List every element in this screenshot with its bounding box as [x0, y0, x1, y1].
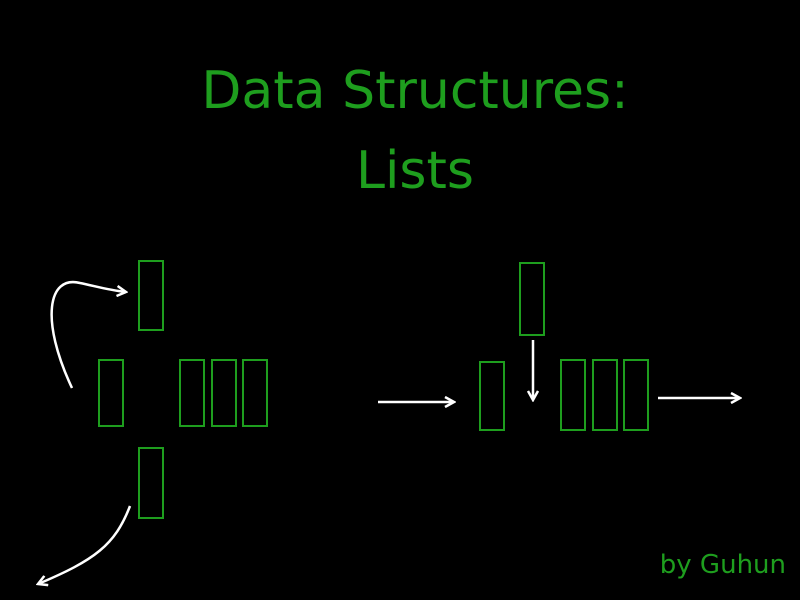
- slide-title-line1: Data Structures:: [201, 61, 629, 121]
- value-box-2: [592, 359, 618, 431]
- next-pointer-box: [138, 447, 164, 519]
- singly-linked-node: [378, 262, 740, 431]
- slide-title-line2: Lists: [356, 141, 474, 201]
- prev-link-arrow: [50, 280, 126, 389]
- prev-pointer-box: [138, 260, 164, 331]
- node-key-box: [98, 359, 124, 427]
- value-box-3: [242, 359, 268, 427]
- value-box-2: [211, 359, 237, 427]
- node-key-box: [479, 361, 505, 431]
- value-box-3: [623, 359, 649, 431]
- list-head-pointer-box: [519, 262, 545, 336]
- value-box-1: [179, 359, 205, 427]
- doubly-linked-node: [38, 260, 268, 584]
- next-link-arrow: [38, 505, 132, 584]
- value-box-1: [560, 359, 586, 431]
- author-byline: by Guhun: [659, 550, 786, 580]
